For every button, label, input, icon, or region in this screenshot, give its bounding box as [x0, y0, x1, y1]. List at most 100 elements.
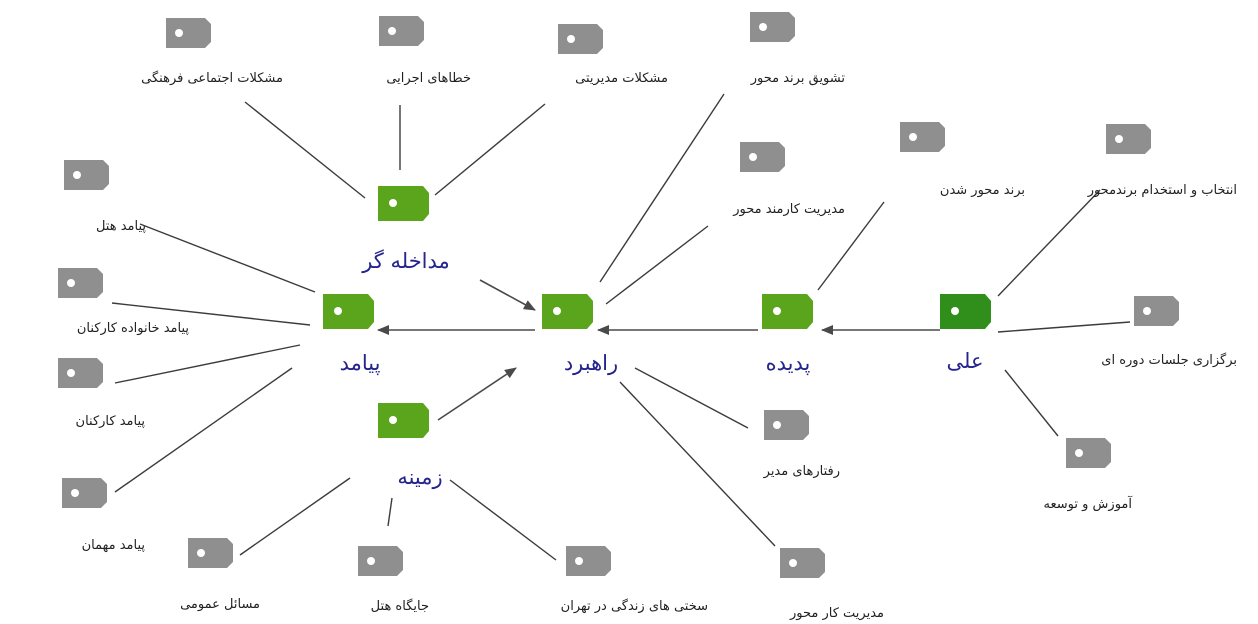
leaf-label-entekhab: انتخاب و استخدام برندمحور: [1087, 183, 1237, 198]
tag-hole: [388, 27, 396, 35]
connector-line: [817, 201, 885, 291]
tag-hole: [789, 559, 797, 567]
tag-icon: [1134, 296, 1179, 326]
tag-icon: [764, 410, 809, 440]
tag-hole: [773, 421, 781, 429]
tag-icon: [166, 18, 211, 48]
tag-hole: [749, 153, 757, 161]
leaf-tag-karkonan[interactable]: [58, 358, 103, 388]
tag-hole: [389, 199, 397, 207]
tag-hole: [1115, 135, 1123, 143]
connector-line: [997, 189, 1101, 297]
core-label-zamineh: زمینه: [397, 465, 442, 490]
tag-hole: [951, 307, 959, 315]
leaf-tag-tashvigh[interactable]: [750, 12, 795, 42]
leaf-tag-jaygah[interactable]: [358, 546, 403, 576]
tag-icon: [566, 546, 611, 576]
leaf-tag-khanevadeh[interactable]: [58, 268, 103, 298]
core-tag-modakhelegar[interactable]: [378, 186, 429, 221]
tag-hole: [367, 557, 375, 565]
tag-hole: [1075, 449, 1083, 457]
leaf-label-karmehvar: مدیریت کار محور: [789, 606, 884, 621]
core-tag-payamad[interactable]: [323, 294, 374, 329]
leaf-label-masael: مسائل عمومی: [180, 597, 260, 612]
tag-hole: [1143, 307, 1151, 315]
tag-icon: [780, 548, 825, 578]
tag-icon: [740, 142, 785, 172]
connector-line: [997, 321, 1131, 333]
leaf-tag-sakhti[interactable]: [566, 546, 611, 576]
leaf-tag-raftar[interactable]: [764, 410, 809, 440]
leaf-label-karmand: مدیریت کارمند محور: [732, 202, 845, 217]
tag-hole: [575, 557, 583, 565]
connector-line: [449, 479, 557, 561]
leaf-tag-masael[interactable]: [188, 538, 233, 568]
leaf-tag-modiriyati[interactable]: [558, 24, 603, 54]
arrow-modakhelegar-to-rahbord: [479, 279, 536, 311]
core-label-rahbord: راهبرد: [564, 351, 618, 376]
tag-hole: [389, 416, 397, 424]
tag-hole: [67, 369, 75, 377]
tag-icon: [762, 294, 813, 329]
leaf-label-tashvigh: تشویق برند محور: [750, 71, 846, 86]
connector-line: [114, 344, 301, 384]
leaf-tags: [58, 12, 1179, 578]
leaf-tag-ejtemai[interactable]: [166, 18, 211, 48]
tag-hole: [909, 133, 917, 141]
connector-line: [619, 381, 776, 547]
leaf-tag-amoozesh[interactable]: [1066, 438, 1111, 468]
connector-line: [244, 101, 366, 199]
tag-icon: [188, 538, 233, 568]
tag-icon: [379, 16, 424, 46]
tag-icon: [323, 294, 374, 329]
leaf-tag-mehman[interactable]: [62, 478, 107, 508]
connector-line: [434, 103, 546, 196]
leaf-tag-khata[interactable]: [379, 16, 424, 46]
arrow-zamineh-to-rahbord: [437, 367, 517, 421]
tag-hole: [73, 171, 81, 179]
leaf-tag-karmehvar[interactable]: [780, 548, 825, 578]
leaf-label-khanevadeh: پیامد خانواده کارکنان: [77, 321, 190, 336]
leaf-tag-entekhab[interactable]: [1106, 124, 1151, 154]
tag-hole: [197, 549, 205, 557]
core-label-ali: علی: [947, 349, 984, 373]
tag-icon: [58, 358, 103, 388]
leaf-label-mehman: پیامد مهمان: [82, 538, 146, 553]
connector-line: [599, 93, 725, 283]
leaf-label-amoozesh: آموزش و توسعه: [1044, 495, 1134, 512]
tag-icon: [940, 294, 991, 329]
tag-icon: [358, 546, 403, 576]
core-label-modakhelegar: مداخله گر: [361, 249, 450, 274]
tag-hole: [773, 307, 781, 315]
tag-icon: [378, 186, 429, 221]
leaf-label-raftar: رفتارهای مدیر: [763, 464, 840, 479]
tag-hole: [553, 307, 561, 315]
core-tag-zamineh[interactable]: [378, 403, 429, 438]
tag-icon: [558, 24, 603, 54]
core-tag-ali[interactable]: [940, 294, 991, 329]
leaf-tag-karmand[interactable]: [740, 142, 785, 172]
core-label-padideh: پدیده: [766, 351, 811, 376]
core-tag-padideh[interactable]: [762, 294, 813, 329]
connector-line: [387, 497, 393, 527]
flow-arrows: [377, 279, 940, 421]
tag-hole: [759, 23, 767, 31]
tag-hole: [71, 489, 79, 497]
connector-line: [111, 302, 311, 326]
leaf-tag-hotel[interactable]: [64, 160, 109, 190]
connector-line: [139, 223, 316, 293]
tag-icon: [542, 294, 593, 329]
tag-icon: [58, 268, 103, 298]
core-tag-rahbord[interactable]: [542, 294, 593, 329]
connector-line: [239, 477, 351, 556]
tag-hole: [334, 307, 342, 315]
leaf-tag-brand-shodan[interactable]: [900, 122, 945, 152]
leaf-labels: انتخاب و استخدام برندمحور برگزاری جلسات …: [76, 70, 1237, 621]
tag-icon: [1106, 124, 1151, 154]
leaf-tag-jalasat[interactable]: [1134, 296, 1179, 326]
tag-icon: [750, 12, 795, 42]
tag-icon: [64, 160, 109, 190]
connector-line: [605, 225, 709, 305]
core-labels: علی پدیده راهبرد پیامد زمینه مداخله گر: [340, 249, 984, 490]
